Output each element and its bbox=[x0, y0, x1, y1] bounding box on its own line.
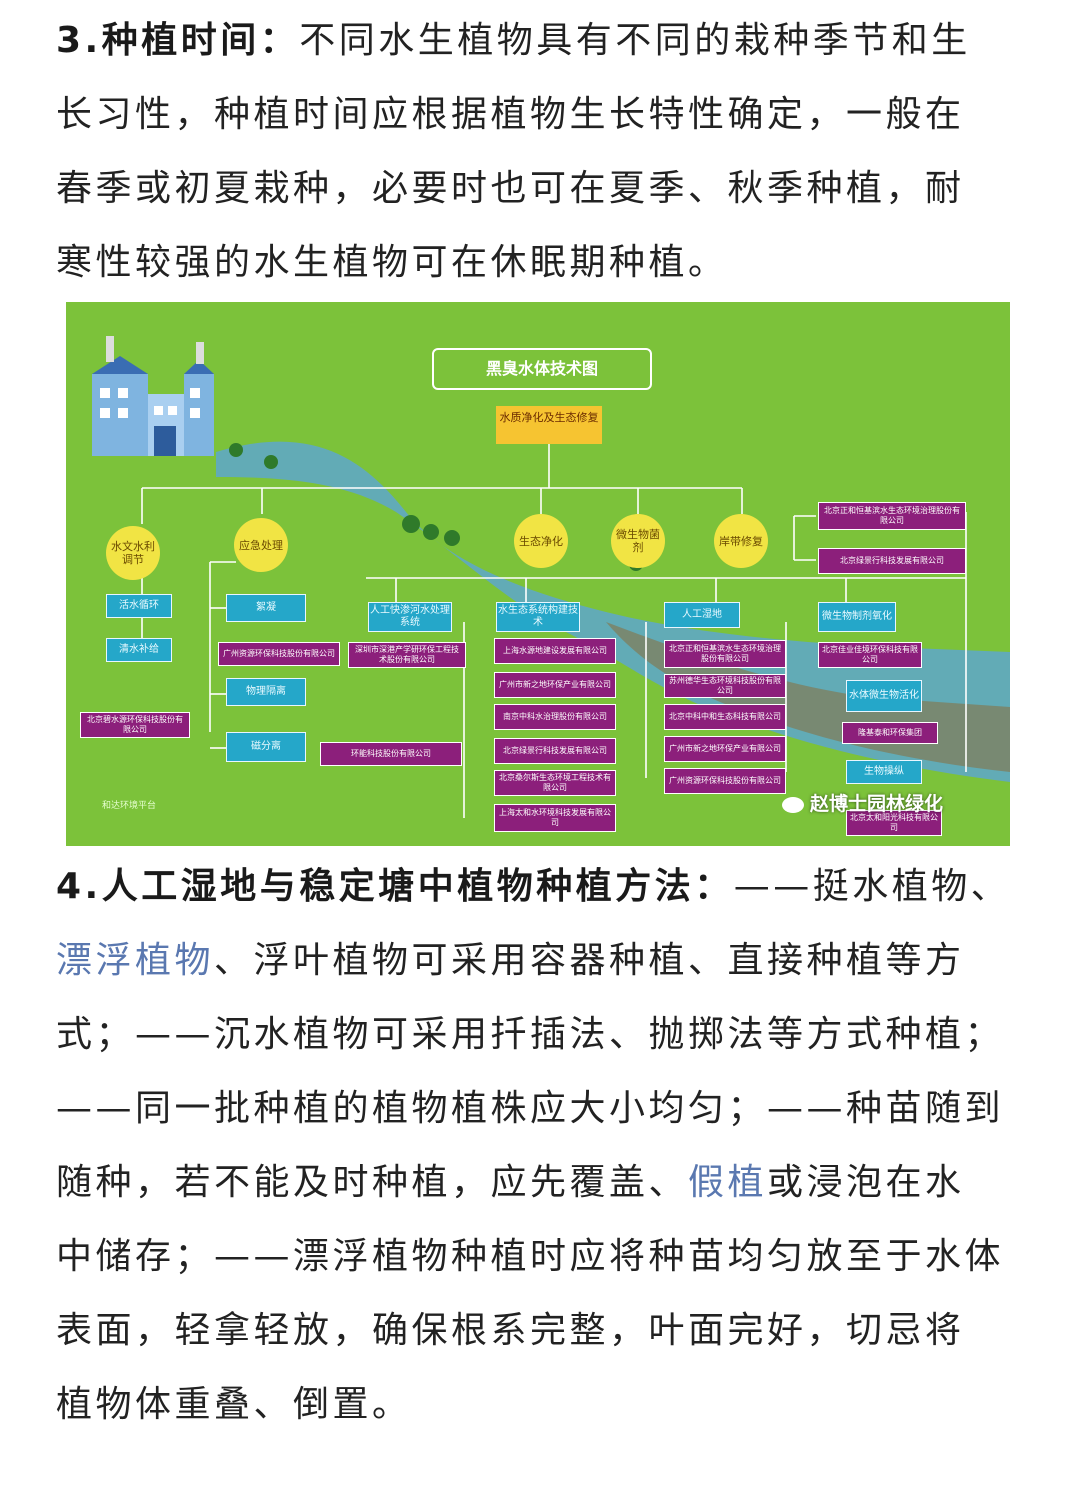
company-box: 北京佳业佳境环保科技有限公司 bbox=[818, 642, 922, 668]
category-box: 清水补给 bbox=[106, 638, 172, 662]
circle-node: 岸带修复 bbox=[714, 514, 768, 568]
category-box: 人工快渗河水处理系统 bbox=[368, 602, 452, 632]
para-line: 寒性较强的水生植物可在休眠期种植。 bbox=[56, 242, 728, 283]
category-box: 微生物制剂氧化 bbox=[818, 602, 896, 632]
company-box: 广州资源环保科技股份有限公司 bbox=[664, 768, 786, 794]
company-box: 北京中科中和生态科技有限公司 bbox=[664, 704, 786, 730]
para-text: 、浮叶植物可采用容器种植、直接种植等方 bbox=[214, 940, 965, 981]
company-box: 隆基泰和环保集团 bbox=[842, 722, 938, 744]
company-box: 北京碧水源环保科技股份有限公司 bbox=[80, 712, 190, 738]
category-box: 水体微生物活化 bbox=[846, 680, 922, 712]
circle-node: 水文水利调节 bbox=[106, 526, 160, 580]
company-box: 北京正和恒基滨水生态环境治理股份有限公司 bbox=[664, 640, 786, 668]
section-3-heading: 3.种植时间： bbox=[56, 20, 300, 61]
para-line: 3.种植时间：不同水生植物具有不同的栽种季节和生 bbox=[56, 4, 1031, 78]
category-box: 物理隔离 bbox=[226, 678, 306, 706]
para-line: 表面，轻拿轻放，确保根系完整，叶面完好，切忌将 bbox=[56, 1310, 965, 1351]
para-line: 长习性，种植时间应根据植物生长特性确定，一般在 bbox=[56, 94, 965, 135]
para-line: 式；——沉水植物可采用扦插法、抛掷法等方式种植； bbox=[56, 1014, 1005, 1055]
para-text: ——挺水植物、 bbox=[733, 866, 1011, 907]
para-text: 随种，若不能及时种植，应先覆盖、 bbox=[56, 1162, 689, 1203]
category-box: 水生态系统构建技术 bbox=[496, 602, 580, 632]
para-line: 植物体重叠、倒置。 bbox=[56, 1384, 412, 1425]
category-box: 活水循环 bbox=[106, 594, 172, 618]
para-line: 4.人工湿地与稳定塘中植物种植方法：——挺水植物、 bbox=[56, 850, 1031, 924]
para-line: 中储存；——漂浮植物种植时应将种苗均匀放至于水体 bbox=[56, 1236, 1005, 1277]
company-box: 北京绿景行科技发展有限公司 bbox=[494, 738, 616, 764]
company-box: 广州市新之地环保产业有限公司 bbox=[664, 736, 786, 762]
company-box: 上海水源地建设发展有限公司 bbox=[494, 638, 616, 664]
para-line: 春季或初夏栽种，必要时也可在夏季、秋季种植，耐 bbox=[56, 168, 965, 209]
category-box: 絮凝 bbox=[226, 594, 306, 622]
company-box: 苏州德华生态环境科技股份有限公司 bbox=[664, 674, 786, 698]
category-box: 生物操纵 bbox=[846, 760, 922, 784]
factory-icon bbox=[92, 336, 214, 456]
floating-plants-link[interactable]: 漂浮植物 bbox=[56, 940, 215, 981]
company-box: 深圳市深港产学研环保工程技术股份有限公司 bbox=[348, 642, 466, 668]
para-line: 漂浮植物、浮叶植物可采用容器种植、直接种植等方 bbox=[56, 924, 1031, 998]
section-4-heading: 4.人工湿地与稳定塘中植物种植方法： bbox=[56, 866, 734, 907]
company-box: 上海太和水环境科技发展有限公司 bbox=[494, 804, 616, 832]
category-box: 磁分离 bbox=[226, 732, 306, 762]
para-line: ——同一批种植的植物植株应大小均匀；——种苗随到 bbox=[56, 1088, 1005, 1129]
black-odorous-water-tech-diagram: 黑臭水体技术图 水质净化及生态修复 水文水利调节 应急处理 生态净化 微生物菌剂… bbox=[66, 302, 1010, 846]
para-text: 或浸泡在水 bbox=[767, 1162, 965, 1203]
company-box: 环能科技股份有限公司 bbox=[320, 742, 462, 766]
category-box: 人工湿地 bbox=[664, 602, 740, 628]
company-box: 广州市新之地环保产业有限公司 bbox=[494, 672, 616, 698]
company-box: 北京桑尔斯生态环境工程技术有限公司 bbox=[494, 770, 616, 796]
circle-node: 应急处理 bbox=[234, 518, 288, 572]
diagram-logo: 和达环境平台 bbox=[102, 801, 157, 811]
para-line: 随种，若不能及时种植，应先覆盖、假植或浸泡在水 bbox=[56, 1146, 1031, 1220]
wechat-icon bbox=[782, 796, 804, 813]
company-box: 北京太和阳光科技有限公司 bbox=[846, 810, 942, 836]
watermark: 赵博士园林绿化 bbox=[782, 789, 943, 816]
circle-node: 微生物菌剂 bbox=[611, 514, 665, 568]
center-node: 水质净化及生态修复 bbox=[496, 406, 602, 444]
para-text: 不同水生植物具有不同的栽种季节和生 bbox=[299, 20, 971, 61]
company-box: 北京绿景行科技发展有限公司 bbox=[818, 548, 966, 574]
watermark-text: 赵博士园林绿化 bbox=[810, 793, 944, 815]
section-3-paragraph: 3.种植时间：不同水生植物具有不同的栽种季节和生 长习性，种植时间应根据植物生长… bbox=[56, 4, 1031, 300]
diagram-title: 黑臭水体技术图 bbox=[432, 348, 652, 390]
circle-node: 生态净化 bbox=[514, 514, 568, 568]
heeling-in-link[interactable]: 假植 bbox=[688, 1162, 768, 1203]
section-4-paragraph: 4.人工湿地与稳定塘中植物种植方法：——挺水植物、 漂浮植物、浮叶植物可采用容器… bbox=[56, 850, 1031, 1442]
company-box: 北京正和恒基滨水生态环境治理股份有限公司 bbox=[818, 502, 966, 530]
company-box: 广州资源环保科技股份有限公司 bbox=[218, 642, 340, 666]
company-box: 南京中科水治理股份有限公司 bbox=[494, 704, 616, 730]
